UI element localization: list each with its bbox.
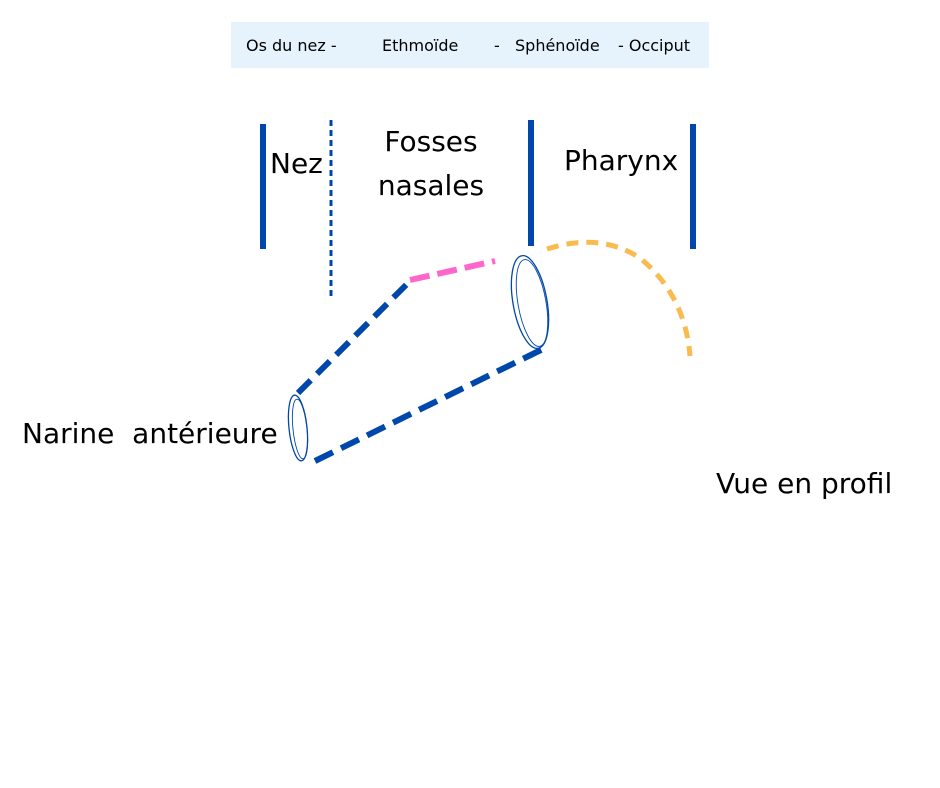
- label-narine-anterieure: Narine antérieure: [22, 417, 278, 450]
- bone-label-occiput: - Occiput: [618, 36, 691, 55]
- label-vue-en-profil: Vue en profil: [716, 467, 893, 500]
- region-label-fosses-nasales: Fosses nasales: [377, 125, 485, 202]
- nasal-roof: [409, 258, 496, 283]
- bone-separator: -: [494, 36, 500, 55]
- nasal-lower-edge: [313, 345, 547, 464]
- region-label-nez: Nez: [270, 147, 323, 180]
- choana-ellipse-inner: [515, 259, 549, 347]
- nasal-upper-edge: [295, 278, 413, 396]
- bone-label-os-du-nez: Os du nez -: [246, 36, 337, 55]
- anterior-naris-ellipse-inner: [291, 398, 309, 460]
- choana-ellipse: [510, 254, 550, 350]
- bone-label-ethmoide: Ethmoïde: [382, 36, 459, 55]
- bones-bar: [231, 22, 709, 68]
- bone-label-sphenoide: Sphénoïde: [515, 36, 600, 55]
- pharynx-arc: [546, 239, 693, 357]
- region-label-pharynx: Pharynx: [564, 144, 679, 177]
